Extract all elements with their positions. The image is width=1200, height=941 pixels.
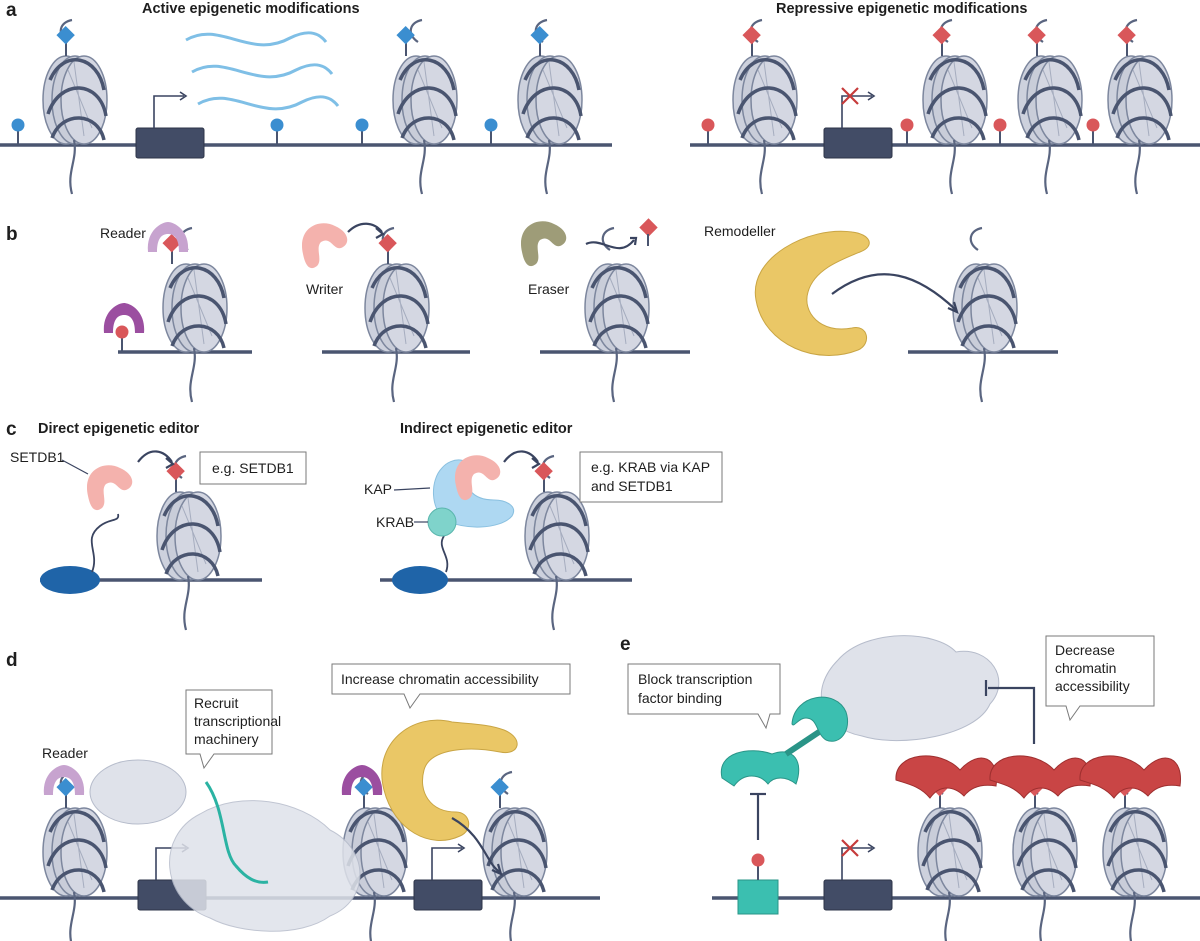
block-line2: factor binding — [638, 690, 722, 706]
reader-label: Reader — [100, 225, 146, 241]
repressive-chromatin — [690, 18, 1200, 196]
transcript-waves — [185, 31, 340, 111]
reader-label-d: Reader — [42, 745, 88, 761]
remodeller-module: Remodeller — [704, 223, 1058, 404]
panel-e-letter: e — [620, 634, 631, 655]
tf-binding-site — [737, 879, 779, 915]
writer-label: Writer — [306, 281, 343, 297]
decrease-line3: accessibility — [1055, 678, 1130, 694]
panel-b-letter: b — [6, 224, 18, 245]
direct-editor-title: Direct epigenetic editor — [38, 421, 200, 437]
panel-c-letter: c — [6, 419, 17, 440]
indirect-editor: KAP KRAB e.g. KRAB via KAP and SETDB1 — [364, 450, 723, 632]
eraser-label: Eraser — [528, 281, 570, 297]
direct-example-box: e.g. SETDB1 — [212, 460, 294, 476]
recruit-line1: Recruit — [194, 695, 238, 711]
dna-binding-domain — [40, 566, 100, 594]
increase-accessibility-label: Increase chromatin accessibility — [341, 671, 539, 687]
indirect-example-line1: e.g. KRAB via KAP — [591, 459, 710, 475]
block-line1: Block transcription — [638, 671, 752, 687]
direct-editor: SETDB1 e.g. SETDB1 — [10, 449, 307, 632]
decrease-line2: chromatin — [1055, 660, 1116, 676]
remodeller-label: Remodeller — [704, 223, 776, 239]
reader-partner-blob — [89, 759, 187, 825]
indirect-example-line2: and SETDB1 — [591, 478, 673, 494]
krab-label: KRAB — [376, 514, 414, 530]
kap-label: KAP — [364, 481, 392, 497]
reader-module: Reader — [100, 222, 252, 404]
panel-e-scene: Block transcription factor binding Decre… — [627, 635, 1200, 941]
active-chromatin — [0, 18, 612, 196]
remodeller-protein-d — [381, 719, 518, 841]
panel-a-letter: a — [6, 0, 17, 21]
setdb1-label: SETDB1 — [10, 449, 65, 465]
krab-domain — [427, 507, 457, 537]
recruit-line3: machinery — [194, 731, 259, 747]
recruit-line2: transcriptional — [194, 713, 281, 729]
decrease-line1: Decrease — [1055, 642, 1115, 658]
eraser-module: Eraser — [520, 218, 690, 404]
active-title: Active epigenetic modifications — [142, 1, 360, 17]
transcription-factor — [720, 696, 848, 787]
writer-module: Writer — [301, 222, 470, 404]
red-reader-proteins — [895, 755, 1181, 799]
remodeller-protein — [754, 230, 870, 356]
panel-d-letter: d — [6, 650, 18, 671]
panel-d-scene: Reader Recruit transcriptional machinery… — [0, 663, 600, 941]
blocked-x-icon — [841, 87, 859, 105]
transcription-machinery — [169, 800, 361, 932]
repressive-title: Repressive epigenetic modifications — [776, 1, 1027, 17]
indirect-editor-title: Indirect epigenetic editor — [400, 421, 573, 437]
